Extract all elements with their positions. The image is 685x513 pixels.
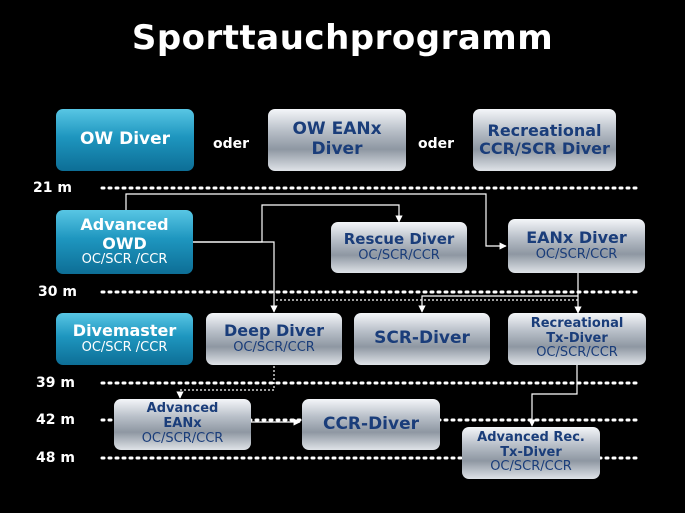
box-ow-eanx-title-1: OW EANx (292, 119, 382, 140)
box-rescue-diver-sub: OC/SCR/CCR (358, 247, 440, 263)
box-advanced-owd-sub: OC/SCR /CCR (81, 251, 168, 267)
box-rescue-diver: Rescue Diver OC/SCR/CCR (331, 222, 467, 273)
box-recreational-tx-sub: OC/SCR/CCR (536, 345, 618, 361)
box-advanced-rec-tx: Advanced Rec. Tx-Diver OC/SCR/CCR (462, 427, 600, 479)
oder-label-2: oder (418, 136, 455, 152)
box-divemaster-sub: OC/SCR /CCR (81, 339, 168, 355)
box-recreational-tx: Recreational Tx-Diver OC/SCR/CCR (508, 313, 646, 365)
arrow-rectx-advrectx (528, 365, 578, 427)
box-eanx-diver-title: EANx Diver (526, 228, 627, 248)
page-title: Sporttauchprogramm (131, 18, 554, 58)
box-ccr-diver-title: CCR-Diver (322, 413, 420, 434)
arrow-advowd-deep (192, 241, 278, 313)
box-advanced-owd-title-1: Advanced (80, 215, 169, 235)
box-recreational-ccr-title-1: Recreational (487, 120, 602, 140)
box-scr-diver: SCR-Diver (354, 313, 490, 365)
oder-label-1: oder (213, 136, 250, 152)
box-advanced-eanx: Advanced EANx OC/SCR/CCR (114, 399, 251, 450)
arrow-advowd-eanx (125, 193, 507, 250)
box-ow-eanx: OW EANx Diver (268, 109, 406, 171)
depth-label-48m: 48 m (36, 450, 75, 466)
depth-label-21m: 21 m (33, 180, 72, 196)
dotted-deep-adveanx (176, 366, 275, 399)
box-recreational-tx-title-1: Recreational (530, 315, 624, 331)
box-advanced-rec-tx-title-1: Advanced Rec. (477, 429, 585, 445)
box-advanced-eanx-sub: OC/SCR/CCR (141, 430, 224, 446)
box-ow-diver: OW Diver (56, 109, 194, 171)
box-advanced-owd: Advanced OWD OC/SCR /CCR (56, 210, 193, 274)
box-rescue-diver-title: Rescue Diver (343, 230, 455, 249)
box-ow-eanx-title-2: Diver (311, 139, 363, 159)
box-divemaster-title: Divemaster (72, 321, 177, 341)
depth-label-42m: 42 m (36, 412, 75, 428)
depth-label-39m: 39 m (36, 375, 75, 391)
box-advanced-owd-title-2: OWD (102, 233, 147, 253)
box-recreational-ccr: Recreational CCR/SCR Diver (473, 109, 616, 171)
box-recreational-ccr-title-2: CCR/SCR Diver (479, 139, 610, 158)
box-deep-diver-sub: OC/SCR/CCR (233, 339, 315, 355)
box-advanced-rec-tx-sub: OC/SCR/CCR (490, 459, 572, 475)
box-eanx-diver: EANx Diver OC/SCR/CCR (508, 219, 645, 273)
box-deep-diver-title: Deep Diver (224, 321, 324, 341)
box-deep-diver: Deep Diver OC/SCR/CCR (206, 313, 342, 365)
box-scr-diver-title: SCR-Diver (374, 328, 470, 349)
box-divemaster: Divemaster OC/SCR /CCR (56, 313, 193, 365)
box-advanced-eanx-title-1: Advanced (146, 401, 219, 417)
arrow-eanx-scr (418, 273, 579, 313)
box-recreational-tx-title-2: Tx-Diver (546, 330, 608, 346)
box-eanx-diver-sub: OC/SCR/CCR (535, 246, 618, 262)
depth-label-30m: 30 m (38, 284, 77, 300)
box-advanced-rec-tx-title-2: Tx-Diver (500, 444, 562, 460)
box-ccr-diver: CCR-Diver (302, 399, 440, 450)
box-ow-diver-title: OW Diver (79, 129, 171, 150)
box-advanced-eanx-title-2: EANx (163, 416, 202, 432)
